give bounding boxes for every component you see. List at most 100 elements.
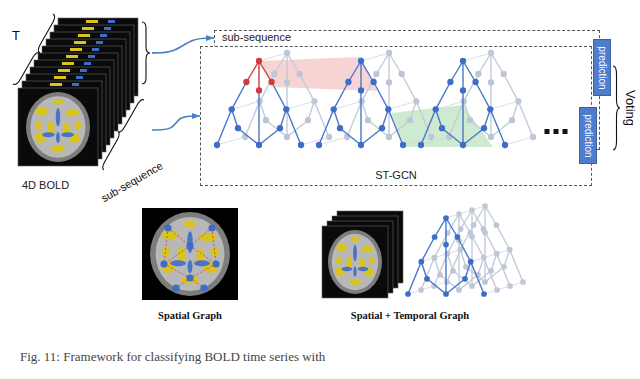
graph-node	[432, 234, 438, 240]
graph-node	[460, 58, 466, 64]
region-node	[200, 284, 207, 291]
voting-label: Voting	[623, 90, 638, 126]
bold-stack	[13, 14, 150, 170]
graph-node	[400, 142, 406, 148]
network-blob	[188, 260, 193, 273]
graph-edge	[436, 82, 451, 109]
graph-edge	[374, 82, 389, 109]
graph-edge	[272, 82, 287, 109]
slice-activation	[70, 48, 82, 51]
graph-edge	[510, 250, 523, 282]
subsequence-brace	[103, 100, 144, 170]
graph-edge	[440, 275, 459, 290]
graph-edge	[260, 74, 275, 101]
activation-blob	[349, 279, 361, 285]
graph-edge	[453, 271, 472, 286]
graph-node	[257, 98, 263, 104]
graph-node	[305, 117, 311, 123]
graph-node	[509, 117, 515, 123]
activation-blob	[36, 107, 49, 115]
slice-activation	[74, 41, 86, 44]
region-node	[172, 284, 179, 291]
graph-node	[507, 247, 513, 253]
graph-node	[469, 283, 475, 289]
graph-node	[229, 106, 235, 112]
graph-node	[298, 142, 304, 148]
graph-node	[461, 98, 467, 104]
graph-edge	[388, 53, 389, 82]
graph-edge	[445, 245, 446, 294]
graph-edge	[490, 109, 505, 145]
graph-node	[472, 79, 478, 85]
network-blob	[42, 132, 55, 137]
activation-blob	[351, 236, 360, 241]
graph-node	[450, 268, 456, 274]
graph-edge	[286, 109, 301, 145]
temporal-edge	[421, 137, 449, 145]
slice-network	[100, 34, 107, 37]
graph-node	[462, 276, 468, 282]
slice-network	[84, 62, 91, 65]
graph-edge	[435, 218, 446, 237]
graph-node	[481, 291, 487, 297]
slice-activation	[58, 69, 70, 72]
activation-blob	[369, 257, 374, 265]
graph-node	[502, 142, 508, 148]
network-blob	[187, 231, 193, 253]
graph-node	[482, 279, 488, 285]
slice-activation	[66, 55, 78, 58]
slice-activation	[50, 83, 62, 86]
graph-edge	[449, 101, 464, 137]
network-blob	[353, 245, 357, 262]
graph-edge	[334, 82, 349, 109]
graph-node	[271, 71, 277, 77]
spatiotemporal-figure	[322, 203, 526, 298]
graph-node	[481, 226, 487, 232]
temporal-edge	[388, 101, 416, 109]
graph-node	[268, 79, 274, 85]
graph-node	[337, 125, 343, 131]
graph-node	[370, 79, 376, 85]
graph-node	[460, 142, 466, 148]
graph-node	[437, 272, 443, 278]
graph-edge	[388, 109, 403, 145]
activation-blob	[75, 121, 81, 129]
graph-edge	[300, 74, 315, 101]
slice-network	[80, 69, 87, 72]
brain-outline	[26, 92, 90, 162]
graph-node	[424, 276, 430, 282]
region-node	[160, 260, 167, 267]
graph-edge	[496, 225, 509, 250]
graph-edge	[361, 61, 374, 82]
scan-background	[142, 208, 238, 300]
activation-blob	[184, 220, 197, 227]
graph-edge	[518, 101, 533, 137]
slice-activation	[86, 20, 98, 23]
graph-edge	[472, 210, 483, 229]
activation-blob	[336, 257, 341, 265]
functional-link	[190, 246, 216, 264]
slice-network	[108, 20, 115, 23]
slice-activation	[78, 34, 90, 37]
slice-activation	[82, 27, 94, 30]
graph-edge	[360, 61, 361, 90]
graph-node	[468, 259, 474, 265]
graph-edge	[446, 218, 457, 237]
graph-sequence	[201, 47, 593, 187]
graph-edge	[360, 90, 361, 145]
graph-edge	[483, 229, 496, 254]
volume-slice	[18, 88, 98, 166]
graph-edge	[258, 90, 259, 145]
temporal-edge	[217, 137, 245, 145]
functional-link	[164, 228, 168, 264]
graph-edge	[457, 237, 470, 262]
graph-edge	[504, 74, 519, 101]
network-blob	[170, 260, 186, 266]
activation-blob	[361, 246, 373, 252]
graph-node	[379, 125, 385, 131]
graph-node	[413, 98, 419, 104]
temporal-edge	[361, 53, 389, 61]
graph-node	[243, 79, 249, 85]
time-brace	[13, 14, 55, 84]
